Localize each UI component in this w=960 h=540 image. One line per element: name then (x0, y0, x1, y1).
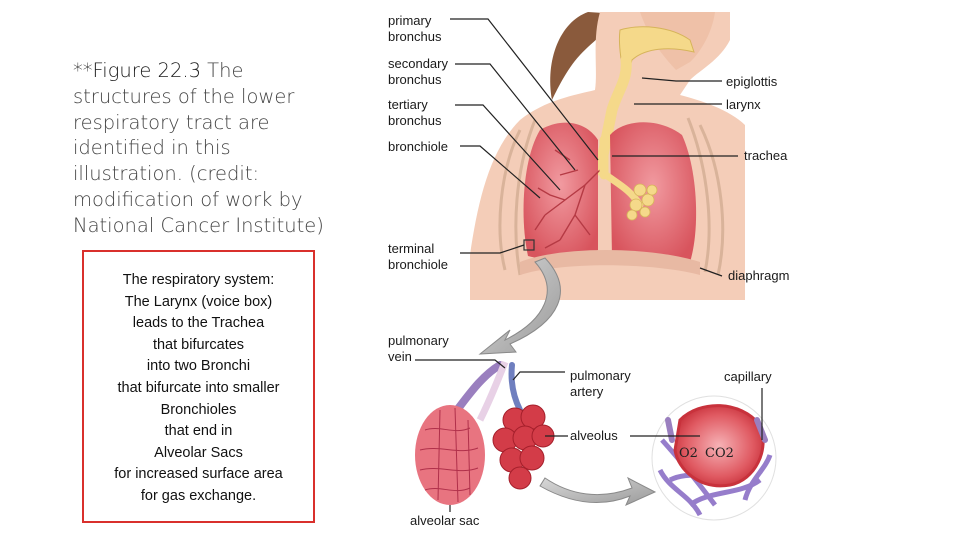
alveolar-sac-left (415, 405, 485, 505)
summary-line: that end in (164, 423, 233, 440)
label-alveolus: alveolus (570, 428, 618, 443)
alveolar-sac-right (492, 404, 555, 490)
label-alveolar-sac: alveolar sac (410, 513, 480, 528)
figure-number: **Figure 22.3 (73, 59, 201, 82)
summary-line: for gas exchange. (140, 487, 257, 504)
label-tertiary-bronchus: tertiary bronchus (388, 97, 442, 128)
summary-line: into two Bronchi (146, 358, 251, 375)
label-trachea: trachea (744, 148, 788, 163)
label-bronchiole: bronchiole (388, 139, 448, 154)
summary-line: that bifurcates (152, 336, 245, 353)
zoom-arrow-1 (478, 257, 561, 355)
label-pulmonary-vein: pulmonary vein (388, 333, 449, 364)
alveolar-clusters-small (626, 183, 658, 221)
zoom-arrow-2 (539, 476, 657, 506)
leader-lines (450, 18, 738, 277)
capillary-net (419, 407, 479, 503)
capillary-vessel (754, 417, 768, 443)
leader-lines-lower (415, 359, 763, 512)
ribcage (498, 117, 725, 276)
summary-line: Alveolar Sacs (154, 444, 243, 461)
pulmonary-vessel-stub (665, 417, 675, 443)
caption-text: The structures of the lower respiratory … (73, 59, 324, 237)
label-terminal-bronchiole: terminal bronchiole (388, 241, 448, 272)
label-co2: CO2 (705, 446, 734, 461)
figure-caption: **Figure 22.3 The structures of the lowe… (73, 58, 338, 239)
label-o2: O2 (679, 446, 698, 461)
label-secondary-bronchus: secondary bronchus (388, 56, 448, 87)
label-capillary: capillary (724, 369, 772, 384)
summary-line: for increased surface area (114, 466, 283, 483)
label-diaphragm: diaphragm (728, 268, 790, 283)
label-epiglottis: epiglottis (726, 74, 778, 89)
hair (550, 12, 620, 100)
pulmonary-artery-vessel (508, 362, 523, 413)
summary-line: The Larynx (voice box) (124, 293, 273, 310)
label-larynx: larynx (726, 97, 761, 112)
respiratory-summary-box: The respiratory system: The Larynx (voic… (82, 250, 315, 523)
label-pulmonary-artery: pulmonary artery (570, 368, 631, 399)
diaphragm (520, 250, 700, 275)
label-primary-bronchus: primary bronchus (388, 13, 442, 44)
summary-line: that bifurcate into smaller (117, 379, 280, 396)
summary-line: Bronchioles (160, 401, 237, 418)
airway-larynx (594, 54, 632, 176)
alveolus-wall (673, 404, 765, 488)
summary-line: leads to the Trachea (132, 315, 265, 332)
left-lung (523, 122, 598, 260)
summary-line: The respiratory system: (122, 272, 275, 288)
